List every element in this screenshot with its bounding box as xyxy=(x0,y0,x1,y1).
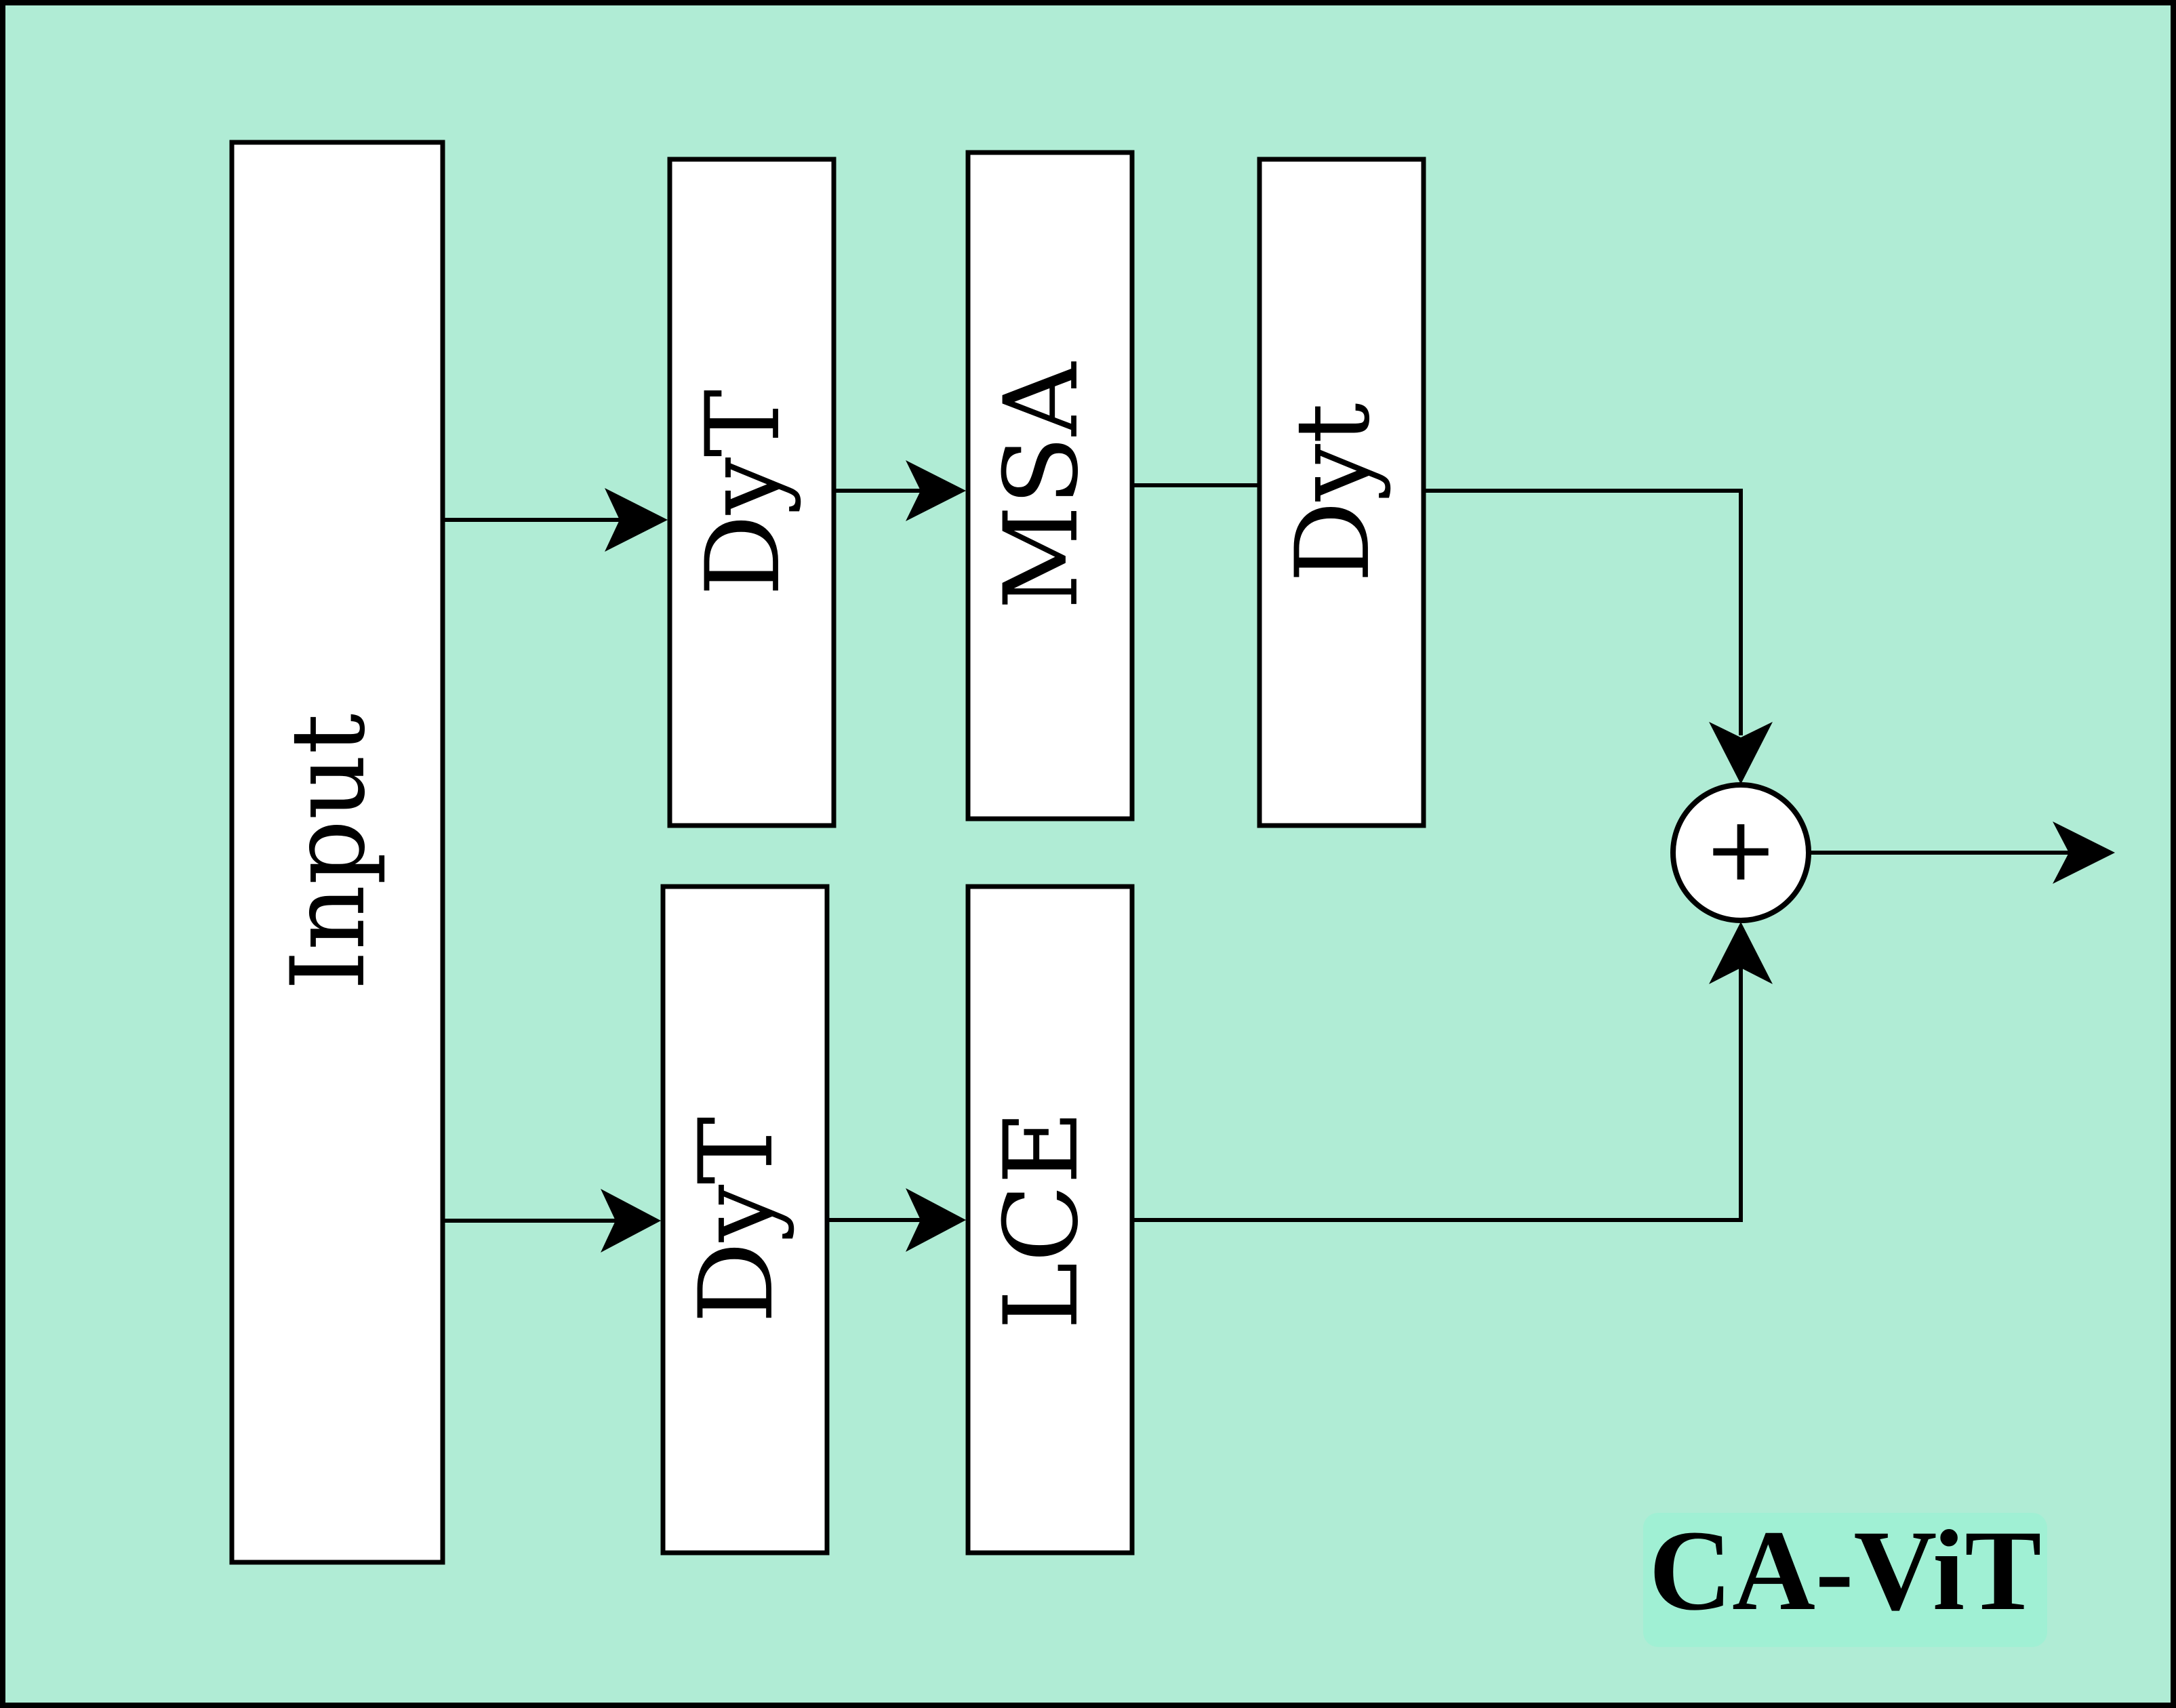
title-badge xyxy=(1643,1513,2047,1647)
diagram-title: CA-ViT xyxy=(1649,1507,2041,1634)
arrow-head-to-lce xyxy=(906,1188,966,1252)
arrow-head-to-dyt-top xyxy=(605,488,668,552)
arrow-head-to-msa xyxy=(906,460,966,521)
arrow-head-adder-bottom xyxy=(1709,922,1773,984)
connector-lce-to-adder xyxy=(1132,962,1743,1222)
lce-block xyxy=(965,884,1135,1556)
dyt-right-label: Dyt xyxy=(1274,403,1392,582)
msa-label: MSA xyxy=(983,361,1101,609)
arrow-head-to-dyt-bottom xyxy=(601,1189,661,1253)
adder-symbol: + xyxy=(1704,798,1778,901)
lce-label: LCE xyxy=(983,1110,1101,1330)
dyt-top-label: DyT xyxy=(685,389,803,596)
adder-circle xyxy=(1670,782,1811,923)
arrow-head-adder-top xyxy=(1709,722,1773,784)
input-block xyxy=(229,140,445,1565)
dyt-right-block xyxy=(1257,157,1426,828)
dyt-bottom-label: DyT xyxy=(678,1116,796,1323)
input-label: Input xyxy=(270,714,388,991)
dyt-bottom-block xyxy=(660,884,830,1556)
dyt-top-block xyxy=(667,157,837,828)
arrow-head-output xyxy=(2053,821,2115,884)
connector-dyt-right-to-adder xyxy=(1424,489,1743,735)
